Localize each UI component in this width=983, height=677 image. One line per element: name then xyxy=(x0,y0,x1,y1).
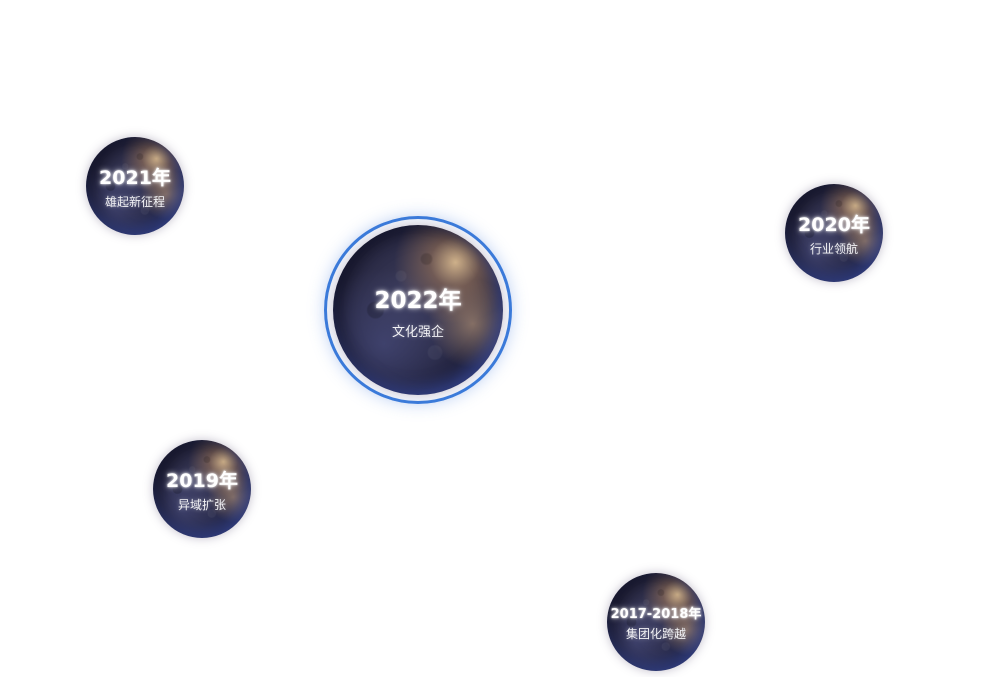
node-subtitle-label: 异域扩张 xyxy=(177,497,226,512)
node-year-label: 2021年 xyxy=(99,166,171,189)
node-year-label: 2017-2018年 xyxy=(610,606,702,622)
node-subtitle-label: 行业领航 xyxy=(809,241,858,256)
node-year-label: 2019年 xyxy=(166,469,238,492)
node-year-label: 2020年 xyxy=(798,213,870,236)
timeline-node-2020[interactable]: 2020年 行业领航 xyxy=(785,184,883,282)
timeline-node-2019[interactable]: 2019年 异域扩张 xyxy=(153,440,251,538)
node-subtitle-label: 集团化跨越 xyxy=(625,626,686,641)
node-subtitle-label: 文化强企 xyxy=(391,324,444,340)
node-subtitle-label: 雄起新征程 xyxy=(104,194,165,209)
timeline-node-2017-2018[interactable]: 2017-2018年 集团化跨越 xyxy=(607,573,705,671)
node-year-label: 2022年 xyxy=(374,287,462,314)
timeline-node-2022[interactable]: 2022年 文化强企 xyxy=(333,225,503,395)
active-selection-ring xyxy=(324,216,512,404)
timeline-node-2021[interactable]: 2021年 雄起新征程 xyxy=(86,137,184,235)
